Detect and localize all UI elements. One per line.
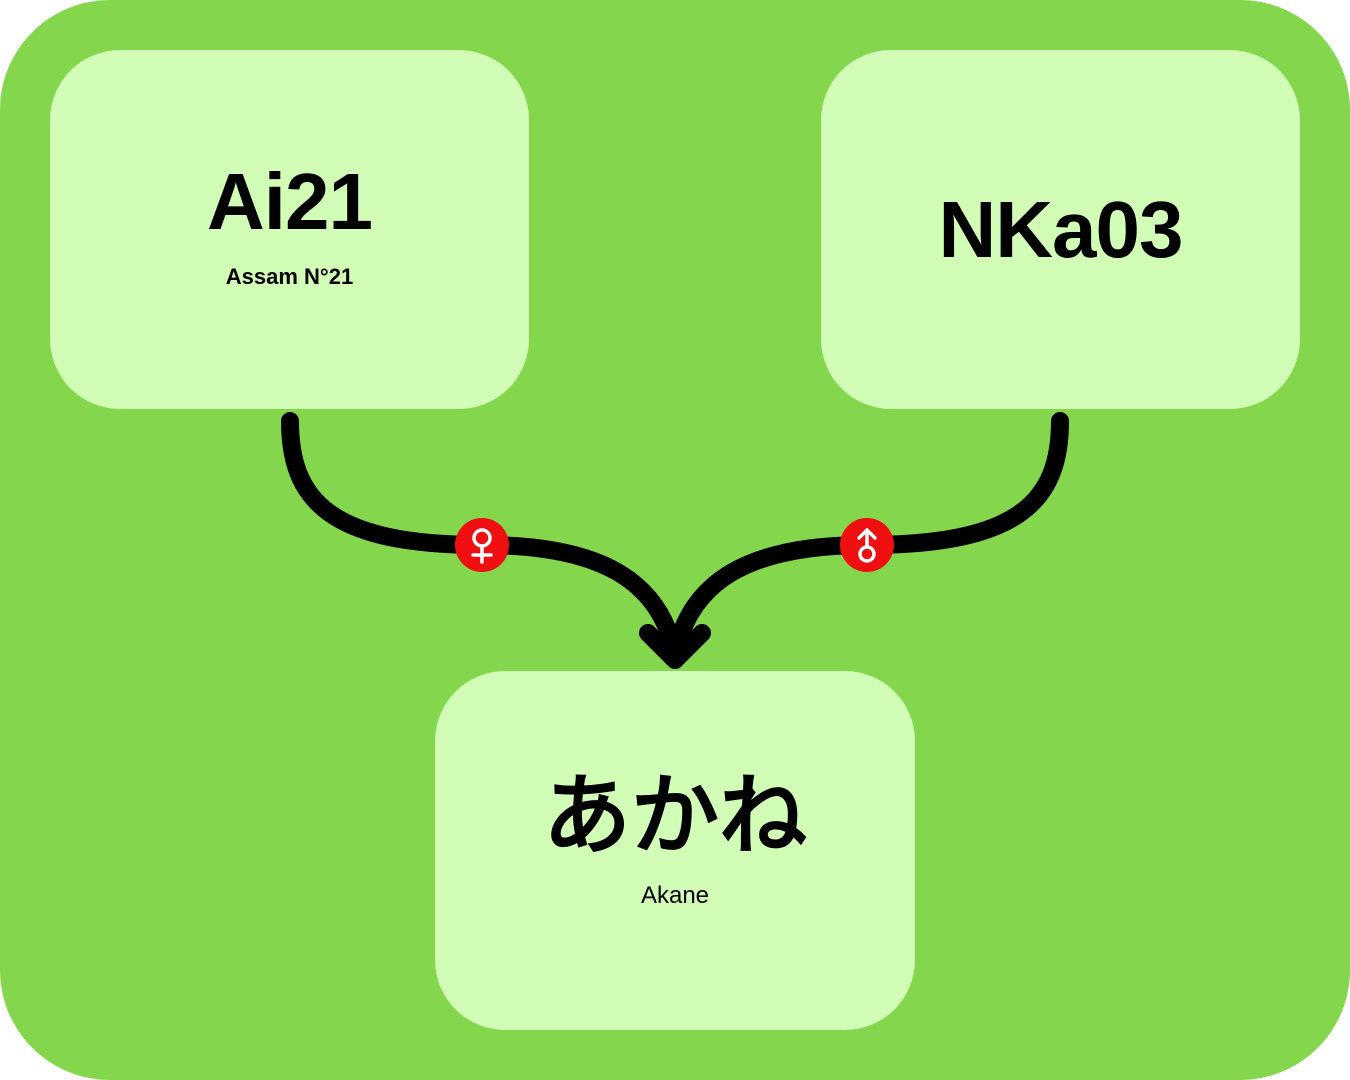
parent-node-mother: Ai21 Assam N°21: [50, 50, 529, 409]
female-badge: [455, 518, 509, 572]
male-symbol-icon: [857, 528, 877, 563]
parent-node-father: NKa03: [821, 50, 1300, 409]
offspring-name: Akane: [640, 881, 710, 909]
parent-code: NKa03: [938, 184, 1183, 274]
offspring-node: あかね Akane: [435, 671, 915, 1030]
female-symbol-icon: [471, 528, 493, 564]
male-badge: [840, 518, 894, 572]
offspring-code: あかね: [542, 763, 807, 867]
parent-code: Ai21: [207, 156, 373, 246]
parent-name: Assam N°21: [225, 263, 354, 289]
